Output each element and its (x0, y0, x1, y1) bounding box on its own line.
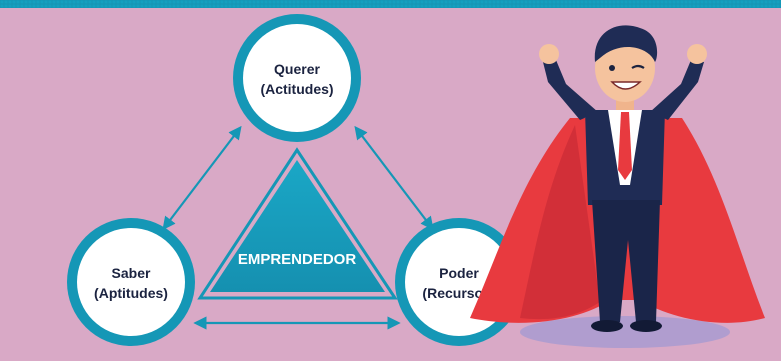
smile (610, 81, 642, 90)
top-dotted-border (0, 0, 781, 8)
ground-shadow (520, 316, 730, 348)
center-triangle (210, 160, 385, 292)
center-triangle-outline (197, 147, 398, 300)
right-arm (650, 60, 704, 120)
node-poder-line1: Poder (439, 265, 479, 281)
right-shoe (630, 320, 662, 332)
node-poder-line2: (Recursos) (422, 285, 495, 301)
left-shoe (591, 320, 623, 332)
hair (594, 25, 658, 62)
center-label: EMPRENDEDOR (238, 251, 357, 268)
node-saber-line2: (Aptitudes) (94, 285, 168, 301)
tie (618, 112, 632, 180)
left-eye (609, 65, 615, 71)
left-arm (543, 60, 598, 120)
node-querer-line1: Querer (274, 61, 320, 77)
arrow-querer-poder (354, 125, 434, 231)
right-fist (687, 44, 707, 64)
node-querer: Querer (Actitudes) (233, 14, 361, 142)
node-saber: Saber (Aptitudes) (67, 218, 195, 346)
arrow-querer-saber (162, 125, 242, 231)
legs (592, 200, 660, 322)
cape-shade (520, 125, 600, 320)
node-saber-line1: Saber (112, 265, 151, 281)
superhero-businessman-illustration (470, 25, 765, 348)
node-querer-line2: (Actitudes) (260, 81, 333, 97)
left-fist (539, 44, 559, 64)
right-eye-wink (631, 64, 645, 69)
